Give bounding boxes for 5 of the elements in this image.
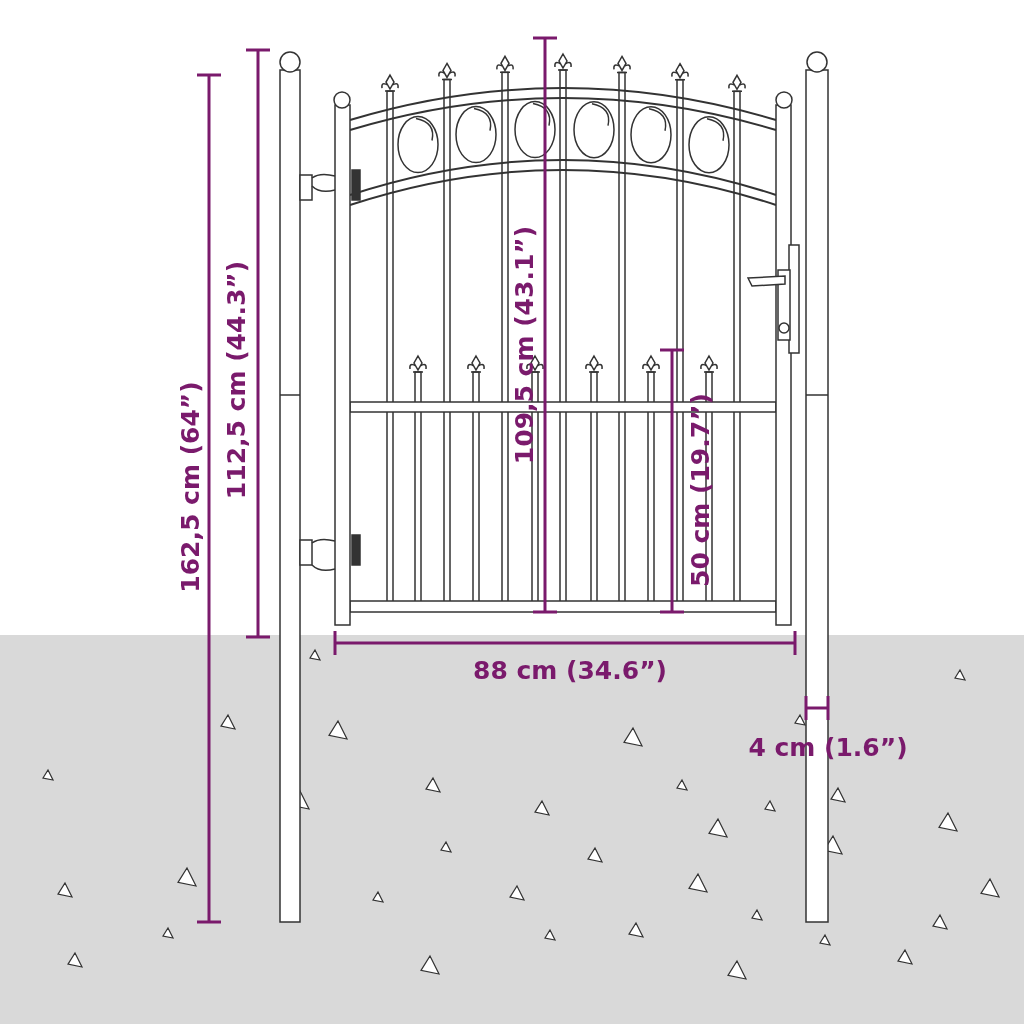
- dimension-label: 162,5 cm (64”): [177, 381, 203, 593]
- dimension-label: 112,5 cm (44.3”): [223, 260, 249, 500]
- dimension-label: 88 cm (34.6”): [473, 657, 667, 683]
- dimension-label: 50 cm (19.7”): [687, 393, 713, 587]
- dimension-label: 109,5 cm (43.1”): [511, 225, 537, 465]
